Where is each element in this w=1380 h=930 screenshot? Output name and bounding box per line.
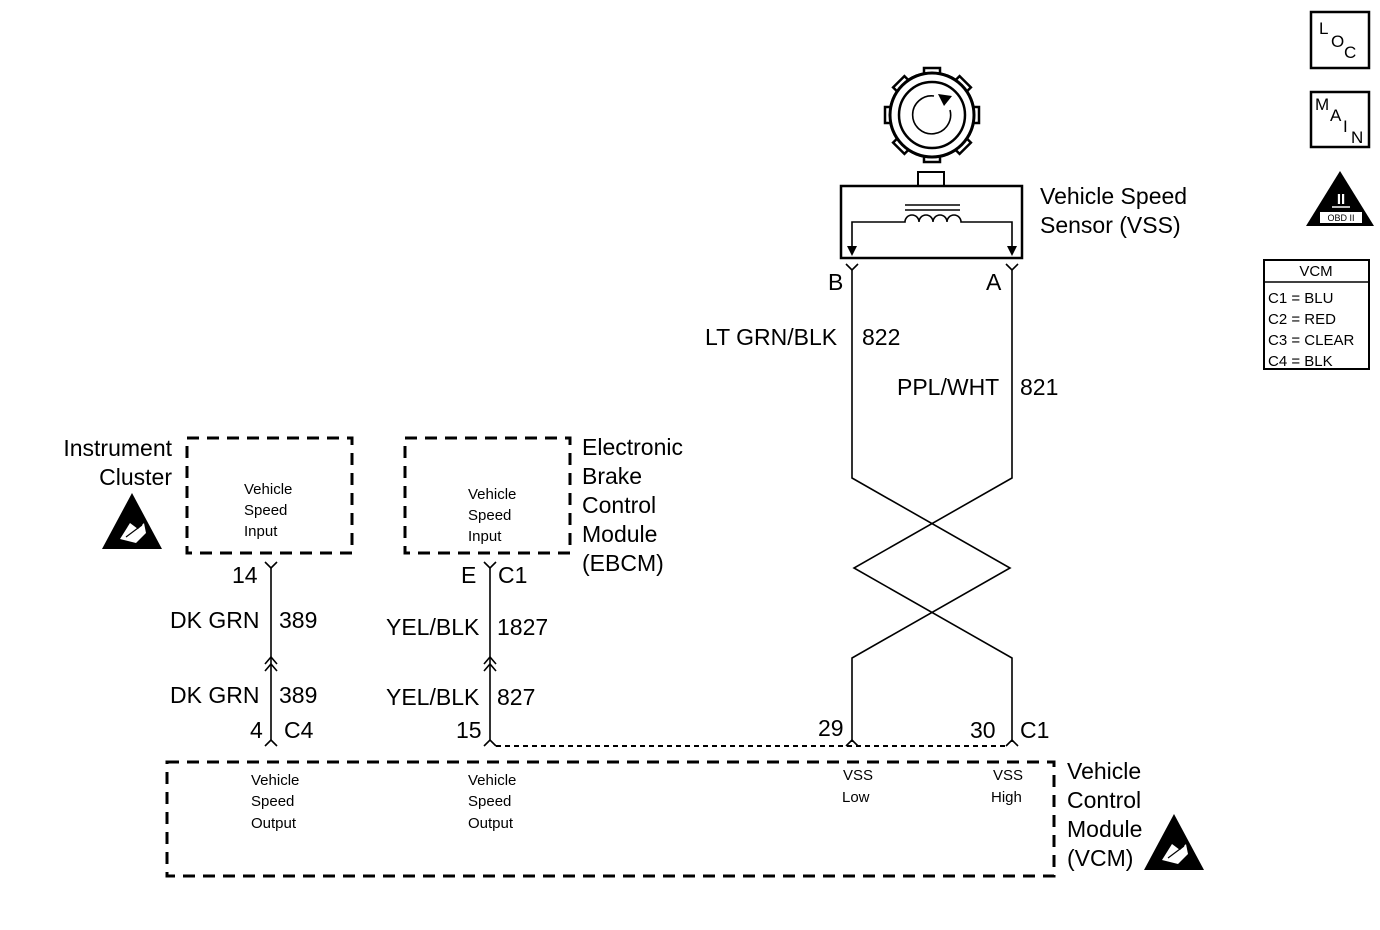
reluctor-wheel-icon (883, 66, 981, 164)
connector-label: C1 (498, 562, 527, 588)
instrument-cluster-name: Cluster (99, 464, 172, 490)
circuit-number: 389 (279, 682, 317, 708)
wire-color: YEL/BLK (386, 684, 480, 710)
svg-text:Vehicle: Vehicle (251, 772, 299, 789)
legend-row: C2 = RED (1268, 311, 1336, 328)
obd-ii-icon[interactable]: II OBD II (1306, 171, 1374, 226)
wire-color: LT GRN/BLK (705, 324, 838, 350)
svg-text:N: N (1351, 128, 1363, 147)
loc-icon[interactable]: L O C (1309, 10, 1371, 70)
vcm-name: Module (1067, 816, 1142, 842)
esd-warning-icon (1144, 814, 1204, 870)
pin-label: E (461, 562, 476, 588)
vss-name: Vehicle Speed (1040, 183, 1187, 209)
vcm-box (165, 760, 1056, 878)
legend-title: VCM (1299, 263, 1332, 280)
circuit-number: 821 (1020, 374, 1058, 400)
svg-text:Speed: Speed (244, 502, 287, 519)
svg-text:Input: Input (244, 523, 278, 540)
svg-text:VSS: VSS (843, 767, 873, 784)
vcm-name: (VCM) (1067, 845, 1133, 871)
vss-twisted-pair (851, 270, 1013, 742)
svg-text:VSS: VSS (993, 767, 1023, 784)
svg-text:M: M (1315, 95, 1329, 114)
svg-text:Vehicle: Vehicle (468, 772, 516, 789)
ebcm-name: (EBCM) (582, 550, 664, 576)
svg-text:A: A (1330, 106, 1342, 125)
pin-label: 4 (250, 717, 263, 743)
svg-text:Output: Output (468, 815, 514, 832)
svg-text:O: O (1331, 32, 1344, 51)
svg-text:I: I (1343, 117, 1348, 136)
svg-text:C: C (1344, 43, 1356, 62)
ebcm-name: Module (582, 521, 657, 547)
svg-text:Speed: Speed (251, 793, 294, 810)
circuit-number: 827 (497, 684, 535, 710)
legend-row: C3 = CLEAR (1268, 332, 1354, 349)
pin-label: A (986, 269, 1002, 295)
connector-label: C4 (284, 717, 314, 743)
svg-text:Input: Input (468, 528, 502, 545)
esd-warning-icon (102, 493, 162, 549)
svg-text:Speed: Speed (468, 507, 511, 524)
vss-name: Sensor (VSS) (1040, 212, 1181, 238)
wire-color: DK GRN (170, 607, 259, 633)
svg-text:OBD II: OBD II (1327, 213, 1354, 223)
circuit-number: 389 (279, 607, 317, 633)
ebcm-name: Control (582, 492, 656, 518)
legend-row: C1 = BLU (1268, 290, 1333, 307)
svg-text:Low: Low (842, 789, 870, 806)
pin-label: 29 (818, 715, 844, 741)
pin-label: 15 (456, 717, 482, 743)
connector-label: C1 (1020, 717, 1049, 743)
svg-text:L: L (1319, 19, 1328, 38)
instrument-cluster-box (185, 436, 354, 555)
wire-color: DK GRN (170, 682, 259, 708)
instrument-cluster-name: Instrument (63, 435, 172, 461)
ebcm-box (403, 436, 572, 555)
svg-text:Vehicle: Vehicle (244, 481, 292, 498)
main-icon[interactable]: M A I N (1309, 90, 1371, 149)
circuit-number: 1827 (497, 614, 548, 640)
svg-text:High: High (991, 789, 1022, 806)
legend-row: C4 = BLK (1268, 353, 1333, 370)
pin-label: B (828, 269, 843, 295)
wire-color: YEL/BLK (386, 614, 480, 640)
pin-label: 14 (232, 562, 258, 588)
vcm-name: Vehicle (1067, 758, 1141, 784)
svg-text:Vehicle: Vehicle (468, 486, 516, 503)
vcm-connector-legend: VCM C1 = BLU C2 = RED C3 = CLEAR C4 = BL… (1263, 259, 1370, 370)
circuit-number: 822 (862, 324, 900, 350)
svg-text:Speed: Speed (468, 793, 511, 810)
vehicle-speed-sensor (839, 171, 1024, 260)
ebcm-name: Brake (582, 463, 642, 489)
svg-text:Output: Output (251, 815, 297, 832)
wire-color: PPL/WHT (897, 374, 999, 400)
vcm-name: Control (1067, 787, 1141, 813)
ebcm-name: Electronic (582, 434, 683, 460)
svg-text:II: II (1337, 191, 1345, 208)
pin-label: 30 (970, 717, 996, 743)
